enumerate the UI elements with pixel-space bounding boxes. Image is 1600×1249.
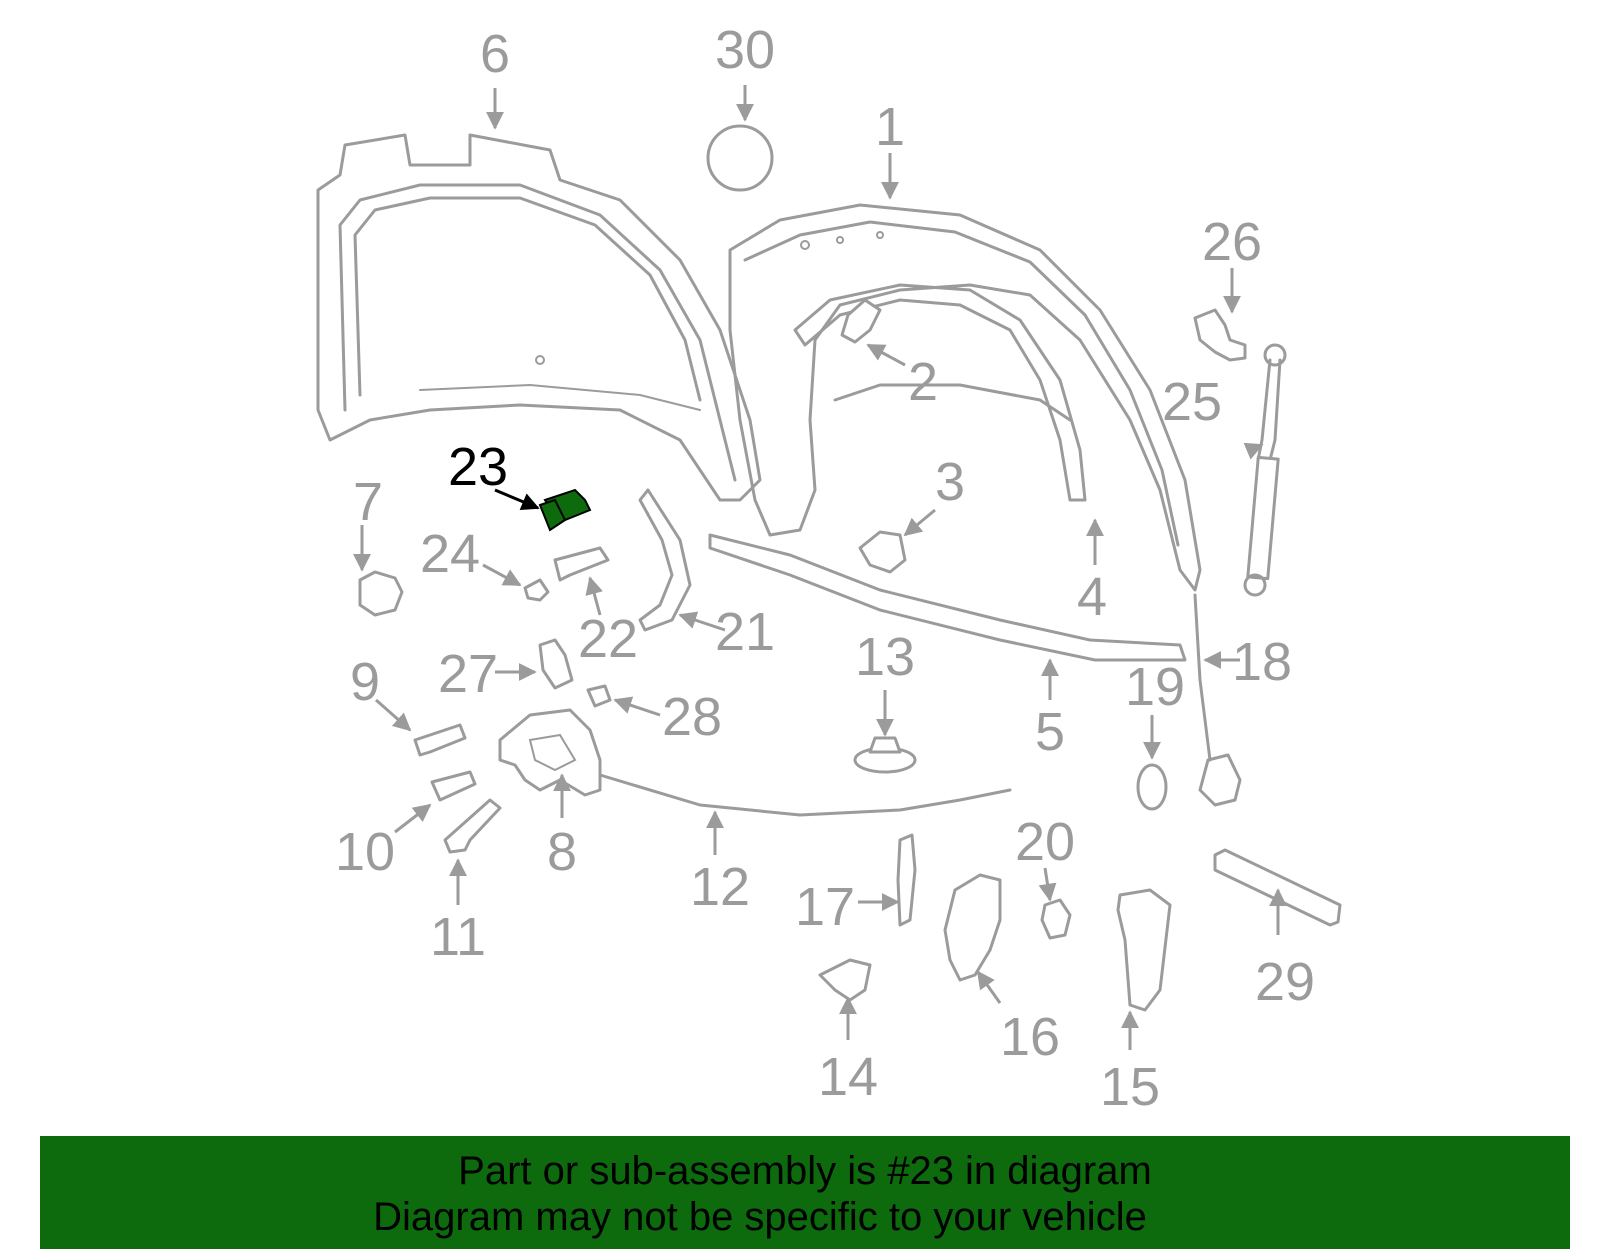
part-4-hood-seal <box>793 283 1087 502</box>
callout-4: 4 <box>1077 567 1107 627</box>
callout-20: 20 <box>1015 812 1075 872</box>
callout-6: 6 <box>480 24 510 84</box>
callout-8: 8 <box>547 822 577 882</box>
part-18-prop-rod <box>1193 593 1242 807</box>
part-24-clip <box>523 578 550 602</box>
part-16-bracket <box>943 873 1002 982</box>
part-17-bracket <box>896 833 917 927</box>
callout-17: 17 <box>795 877 855 937</box>
part-21-handle <box>638 488 692 632</box>
callout-14: 14 <box>818 1047 878 1107</box>
info-banner: Part or sub-assembly is #23 in diagram D… <box>40 1136 1570 1249</box>
part-8-latch <box>498 708 602 797</box>
part-19-grommet <box>1136 763 1168 811</box>
part-7-clip <box>358 570 404 617</box>
callout-1: 1 <box>875 97 905 157</box>
callout-26: 26 <box>1202 212 1262 272</box>
part-28-pad <box>586 684 612 708</box>
callout-13: 13 <box>855 627 915 687</box>
callout-24: 24 <box>420 524 480 584</box>
part-29-pad <box>1213 848 1342 927</box>
callout-27: 27 <box>438 644 498 704</box>
callout-9: 9 <box>350 652 380 712</box>
part-9-bolt <box>413 723 467 757</box>
part-30-plug <box>706 124 774 192</box>
callout-29: 29 <box>1255 952 1315 1012</box>
part-12-release-cable <box>598 773 1012 817</box>
part-2-bumper <box>840 298 882 344</box>
part-3-bumper <box>858 530 907 574</box>
callout-25: 25 <box>1162 372 1222 432</box>
part-23-bolt <box>538 488 592 532</box>
callout-15: 15 <box>1100 1057 1160 1117</box>
part-27-switch <box>538 638 574 690</box>
callout-19: 19 <box>1125 657 1185 717</box>
part-1-hood-panel <box>535 203 1202 592</box>
callout-3: 3 <box>935 452 965 512</box>
banner-disclaimer: Diagram may not be specific to your vehi… <box>373 1195 1147 1239</box>
callout-30: 30 <box>715 20 775 80</box>
callout-22: 22 <box>578 609 638 669</box>
callout-18: 18 <box>1232 632 1292 692</box>
callout-21: 21 <box>715 602 775 662</box>
part-5-seal <box>708 533 1187 662</box>
part-10-bolt <box>430 770 477 802</box>
callout-10: 10 <box>335 822 395 882</box>
callout-5: 5 <box>1035 702 1065 762</box>
banner-part-note: Part or sub-assembly is #23 in diagram <box>458 1149 1152 1193</box>
part-25-lift-support <box>1243 343 1287 597</box>
callout-23-highlighted: 23 <box>448 437 508 497</box>
callout-leaders <box>353 85 1287 1050</box>
part-22-bolt <box>553 546 610 582</box>
callout-11: 11 <box>430 907 486 967</box>
part-11-clip <box>443 798 502 854</box>
callout-numbers: 6 30 1 2 3 4 5 7 24 22 21 25 26 27 28 9 … <box>335 20 1315 1117</box>
part-20-clip <box>1040 898 1072 940</box>
callout-12: 12 <box>690 857 750 917</box>
callout-28: 28 <box>662 687 722 747</box>
part-26-clip <box>1193 308 1247 362</box>
part-6-hood-insulator <box>316 133 762 502</box>
callout-16: 16 <box>1000 1007 1060 1067</box>
part-13-grommet <box>853 736 917 774</box>
part-15-handle <box>1116 888 1172 1012</box>
part-14-clip <box>818 958 872 1002</box>
callout-2: 2 <box>908 352 938 412</box>
callout-7: 7 <box>353 472 383 532</box>
